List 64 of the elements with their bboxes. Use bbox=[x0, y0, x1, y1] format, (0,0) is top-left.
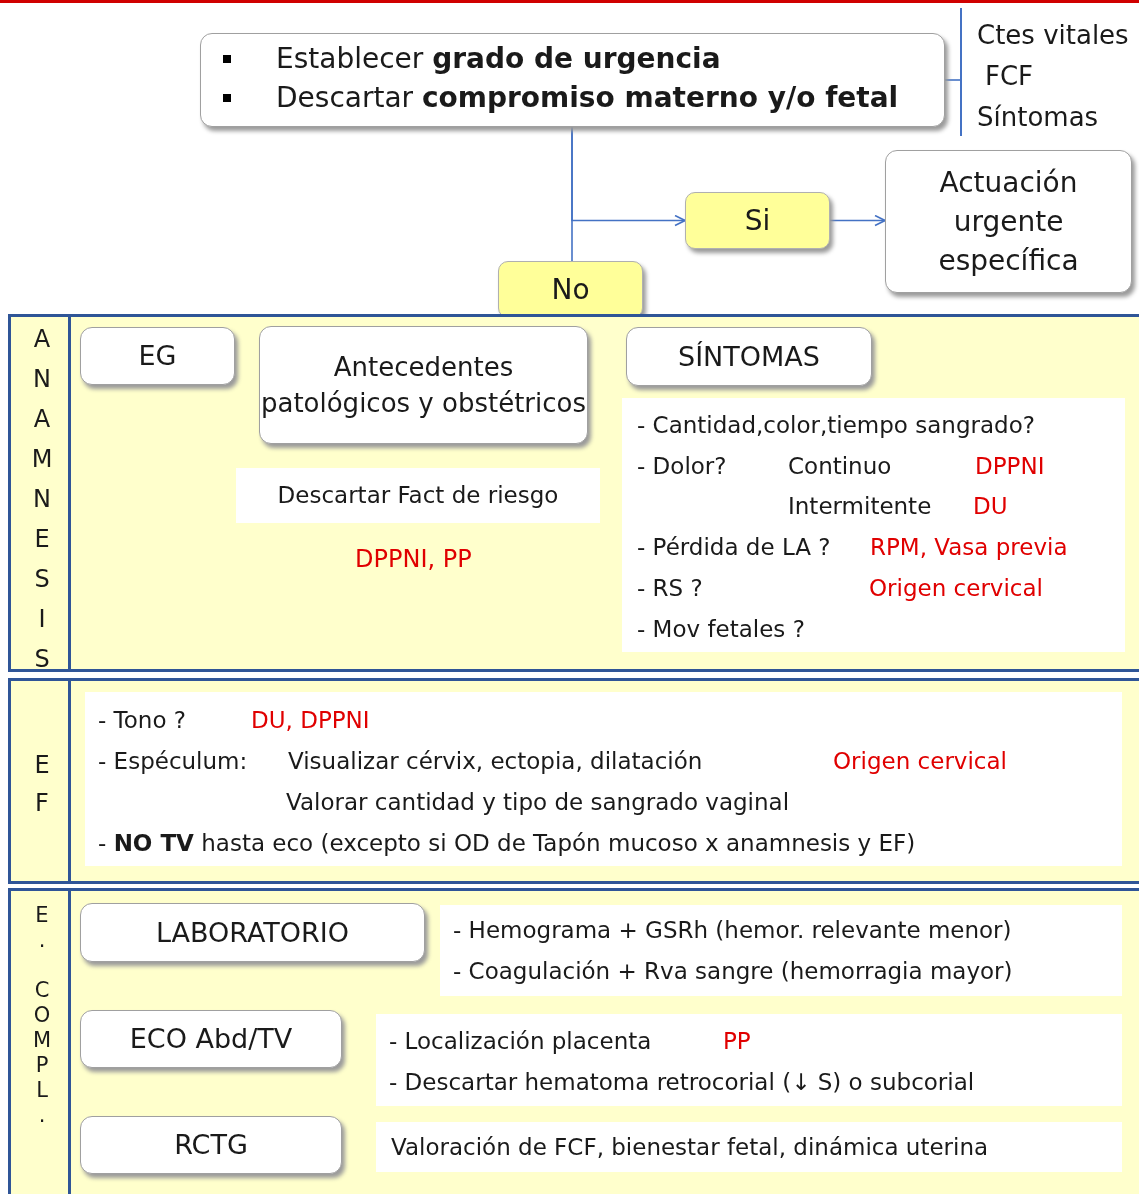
section-label: ANAMNESIS bbox=[27, 325, 57, 685]
panel-text: DU, DPPNI bbox=[251, 706, 370, 735]
info-panel bbox=[376, 1014, 1122, 1106]
panel-text: - Localización placenta bbox=[389, 1027, 652, 1056]
box-label: EG bbox=[138, 339, 177, 374]
info-panel bbox=[622, 398, 1125, 652]
panel-text: Valoración de FCF, bienestar fetal, dinámica uterina bbox=[391, 1133, 989, 1162]
panel-text: - Descartar hematoma retrocorial (↓ S) o subcorial bbox=[389, 1068, 975, 1097]
box-label: SÍNTOMAS bbox=[678, 339, 820, 374]
box-label: Descartar Fact de riesgo bbox=[277, 481, 559, 511]
panel-text: - Hemograma + GSRh (hemor. relevante menor) bbox=[453, 916, 1012, 945]
panel-text: - Coagulación + Rva sangre (hemorragia mayor) bbox=[453, 957, 1013, 986]
risk-note: DPPNI, PP bbox=[355, 544, 472, 574]
info-panel bbox=[85, 692, 1122, 866]
panel-text: - Dolor? bbox=[637, 452, 727, 481]
heading-box bbox=[885, 150, 1132, 293]
section-band bbox=[8, 678, 1139, 884]
info-panel bbox=[236, 468, 600, 523]
info-panel bbox=[376, 1122, 1122, 1172]
heading-box bbox=[80, 903, 425, 962]
section-band bbox=[8, 314, 1139, 672]
box-label: ECO Abd/TV bbox=[129, 1022, 293, 1057]
panel-text: - Espéculum: bbox=[98, 747, 248, 776]
panel-text: Visualizar cérvix, ectopia, dilatación bbox=[288, 747, 703, 776]
box-label: No bbox=[551, 271, 590, 308]
box-label: Actuación urgente específica bbox=[937, 164, 1080, 280]
section-label: EF bbox=[27, 751, 57, 827]
heading-box bbox=[80, 1116, 342, 1174]
panel-text: Origen cervical bbox=[869, 574, 1043, 603]
heading-box bbox=[80, 327, 235, 385]
option-box bbox=[685, 192, 830, 249]
panel-text: - NO TV hasta eco (excepto si OD de Tapón mucoso x anamnesis y EF) bbox=[98, 829, 916, 858]
info-panel bbox=[440, 905, 1122, 996]
panel-text: DU bbox=[973, 492, 1008, 521]
box-label: LABORATORIO bbox=[155, 915, 350, 950]
panel-text: - Mov fetales ? bbox=[637, 615, 805, 644]
bullet-text: Descartar compromiso materno y/o fetal bbox=[276, 83, 899, 113]
arrow bbox=[829, 214, 886, 227]
panel-text: - RS ? bbox=[637, 574, 703, 603]
panel-text: Síntomas bbox=[977, 102, 1099, 132]
panel-text: DPPNI bbox=[975, 452, 1045, 481]
heading-box bbox=[626, 327, 872, 386]
panel-text: Valorar cantidad y tipo de sangrado vaginal bbox=[286, 788, 790, 817]
panel-text: FCF bbox=[985, 61, 1034, 91]
bullet-text: Establecer grado de urgencia bbox=[276, 44, 721, 74]
box-label: Antecedentes patológicos y obstétricos bbox=[260, 350, 587, 420]
box-label: Si bbox=[744, 202, 771, 239]
panel-text: Origen cervical bbox=[833, 747, 1007, 776]
heading-box bbox=[259, 326, 588, 444]
panel-text: PP bbox=[723, 1027, 751, 1056]
panel-text: Intermitente bbox=[788, 492, 932, 521]
section-label: E. COMPL. bbox=[29, 903, 55, 1128]
heading-box bbox=[80, 1010, 342, 1068]
panel-text: - Cantidad,color,tiempo sangrado? bbox=[637, 411, 1035, 440]
box-label: RCTG bbox=[174, 1128, 248, 1163]
connector-line bbox=[571, 126, 573, 262]
panel-text: RPM, Vasa previa bbox=[870, 533, 1068, 562]
panel-text: - Tono ? bbox=[98, 706, 186, 735]
panel-text: Continuo bbox=[788, 452, 892, 481]
section-band bbox=[8, 888, 1139, 1194]
task-box bbox=[200, 33, 945, 127]
panel-text: - Pérdida de LA ? bbox=[637, 533, 831, 562]
connector-line bbox=[944, 79, 961, 81]
panel-text: Ctes vitales bbox=[977, 20, 1129, 50]
